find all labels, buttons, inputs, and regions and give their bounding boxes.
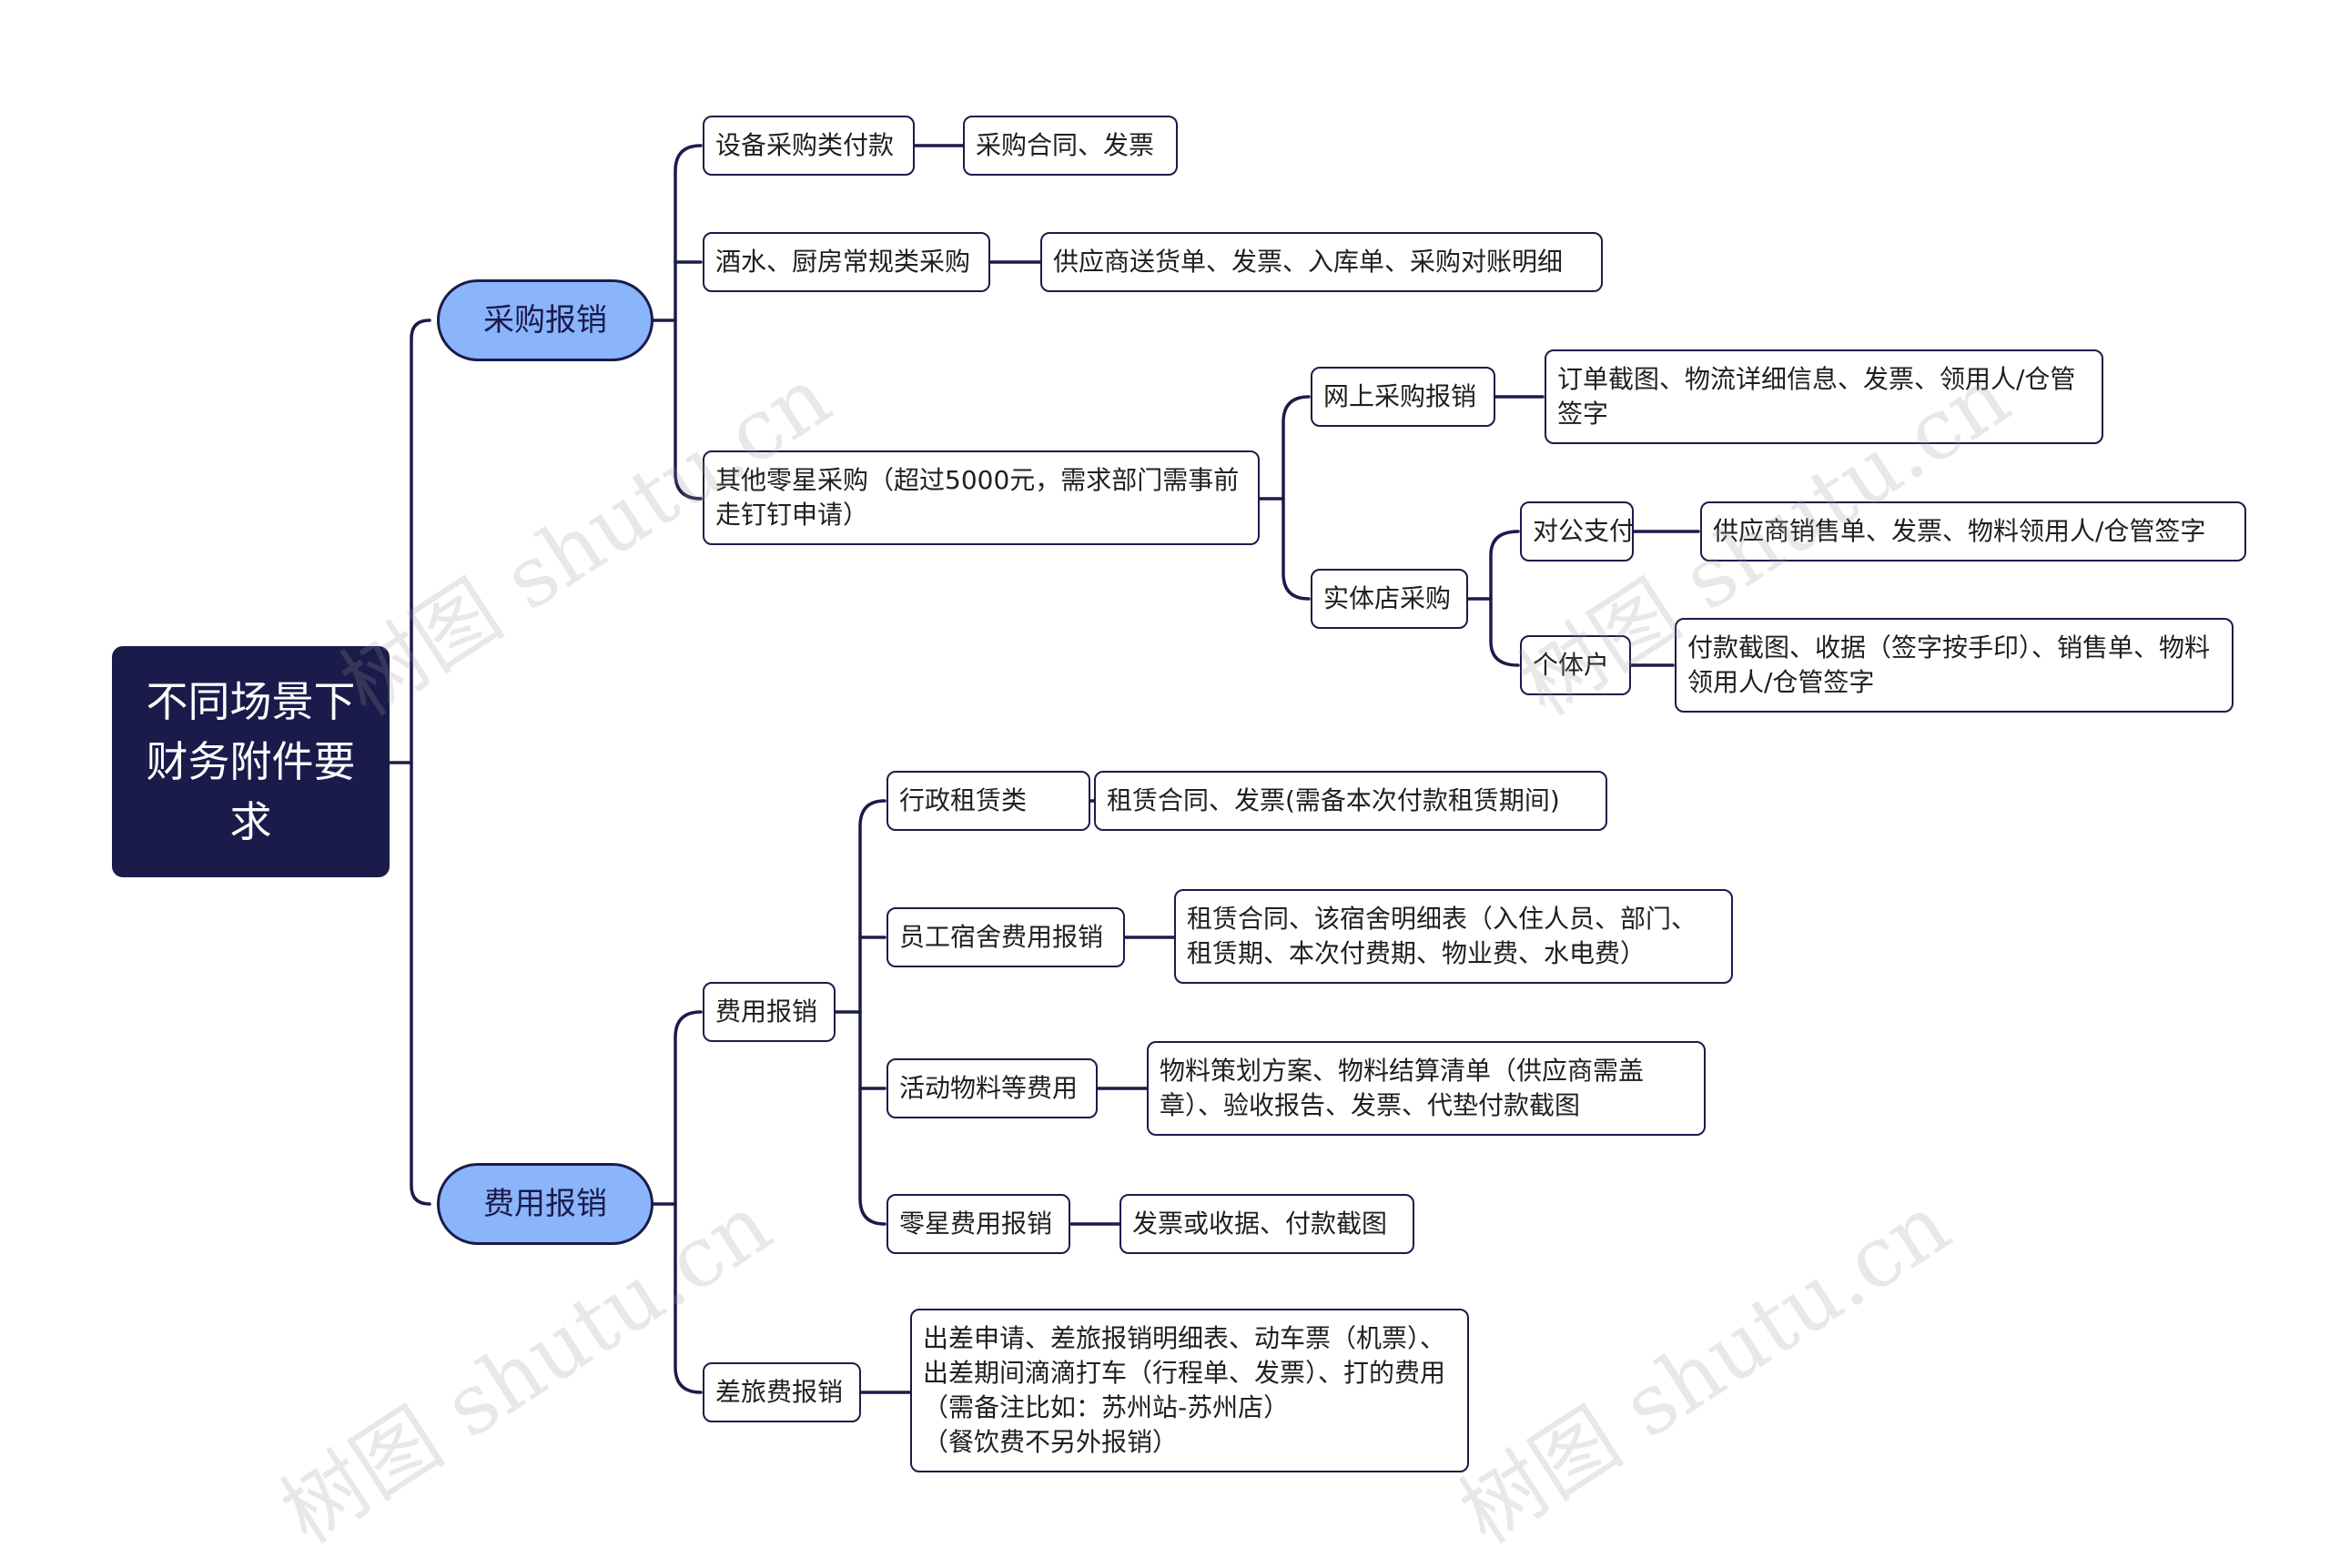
corporate-payment-node[interactable]: 对公支付 [1520,501,1634,561]
online-purchase-label: 网上采购报销 [1323,381,1477,411]
dorm-expense-node[interactable]: 员工宿舍费用报销 [886,907,1125,967]
store-purchase-label: 实体店采购 [1323,583,1452,613]
admin-lease-node[interactable]: 行政租赁类 [886,771,1090,831]
beverage-purchase-node[interactable]: 酒水、厨房常规类采购 [703,232,990,292]
dorm-expense-label: 员工宿舍费用报销 [899,922,1104,952]
branch-purchase-label: 采购报销 [483,302,607,339]
corporate-doc-label: 供应商销售单、发票、物料领用人/仓管签字 [1713,516,2206,546]
online-purchase-node[interactable]: 网上采购报销 [1311,367,1495,427]
admin-lease-label: 行政租赁类 [899,785,1028,815]
online-doc-node[interactable]: 订单截图、物流详细信息、发票、领用人/仓管签字 [1545,349,2103,444]
individual-vendor-label: 个体户 [1533,650,1610,680]
online-doc-label: 订单截图、物流详细信息、发票、领用人/仓管签字 [1557,364,2076,429]
event-doc-label: 物料策划方案、物料结算清单（供应商需盖章）、验收报告、发票、代垫付款截图 [1160,1056,1645,1120]
store-purchase-node[interactable]: 实体店采购 [1311,569,1468,629]
travel-expense-label: 差旅费报销 [715,1377,844,1407]
travel-expense-node[interactable]: 差旅费报销 [703,1362,861,1422]
beverage-doc-node[interactable]: 供应商送货单、发票、入库单、采购对账明细 [1040,232,1603,292]
event-material-node[interactable]: 活动物料等费用 [886,1058,1098,1118]
misc-doc-label: 发票或收据、付款截图 [1132,1209,1388,1239]
fees-node[interactable]: 费用报销 [703,982,836,1042]
equipment-doc-node[interactable]: 采购合同、发票 [963,116,1178,176]
individual-doc-label: 付款截图、收据（签字按手印）、销售单、物料领用人/仓管签字 [1687,632,2211,697]
event-material-label: 活动物料等费用 [899,1073,1079,1103]
root-title: 不同场景下财务附件要求 [146,677,356,846]
dorm-doc-node[interactable]: 租赁合同、该宿舍明细表（入住人员、部门、租赁期、本次付费期、物业费、水电费） [1174,889,1733,984]
equipment-purchase-node[interactable]: 设备采购类付款 [703,116,915,176]
misc-expense-label: 零星费用报销 [899,1209,1053,1239]
admin-lease-doc-label: 租赁合同、发票(需备本次付款租赁期间) [1107,785,1560,815]
corporate-doc-node[interactable]: 供应商销售单、发票、物料领用人/仓管签字 [1700,501,2246,561]
admin-lease-doc-node[interactable]: 租赁合同、发票(需备本次付款租赁期间) [1094,771,1607,831]
travel-doc-line1: 出差申请、差旅报销明细表、动车票（机票）、出差期间滴滴打车（行程单、发票）、打的… [923,1323,1446,1422]
event-doc-node[interactable]: 物料策划方案、物料结算清单（供应商需盖章）、验收报告、发票、代垫付款截图 [1147,1041,1706,1136]
root-node[interactable]: 不同场景下财务附件要求 [112,646,390,877]
individual-doc-node[interactable]: 付款截图、收据（签字按手印）、销售单、物料领用人/仓管签字 [1675,618,2234,713]
beverage-purchase-label: 酒水、厨房常规类采购 [715,247,971,277]
other-purchase-label: 其他零星采购（超过5000元，需求部门需事前走钉钉申请） [715,465,1240,530]
equipment-purchase-label: 设备采购类付款 [715,130,895,160]
fees-label: 费用报销 [715,996,818,1027]
dorm-doc-label: 租赁合同、该宿舍明细表（入住人员、部门、租赁期、本次付费期、物业费、水电费） [1187,904,1697,968]
equipment-doc-label: 采购合同、发票 [976,130,1155,160]
branch-expense-node[interactable]: 费用报销 [437,1163,653,1245]
branch-expense-label: 费用报销 [483,1186,607,1222]
misc-expense-node[interactable]: 零星费用报销 [886,1194,1070,1254]
branch-purchase-node[interactable]: 采购报销 [437,279,653,361]
beverage-doc-label: 供应商送货单、发票、入库单、采购对账明细 [1053,247,1564,277]
other-purchase-node[interactable]: 其他零星采购（超过5000元，需求部门需事前走钉钉申请） [703,450,1260,545]
travel-doc-text: 出差申请、差旅报销明细表、动车票（机票）、出差期间滴滴打车（行程单、发票）、打的… [923,1321,1456,1460]
travel-doc-node[interactable]: 出差申请、差旅报销明细表、动车票（机票）、出差期间滴滴打车（行程单、发票）、打的… [910,1309,1469,1472]
misc-doc-node[interactable]: 发票或收据、付款截图 [1119,1194,1414,1254]
travel-doc-line2: （餐饮费不另外报销） [923,1427,1179,1457]
corporate-payment-label: 对公支付 [1533,516,1634,546]
individual-vendor-node[interactable]: 个体户 [1520,635,1631,695]
